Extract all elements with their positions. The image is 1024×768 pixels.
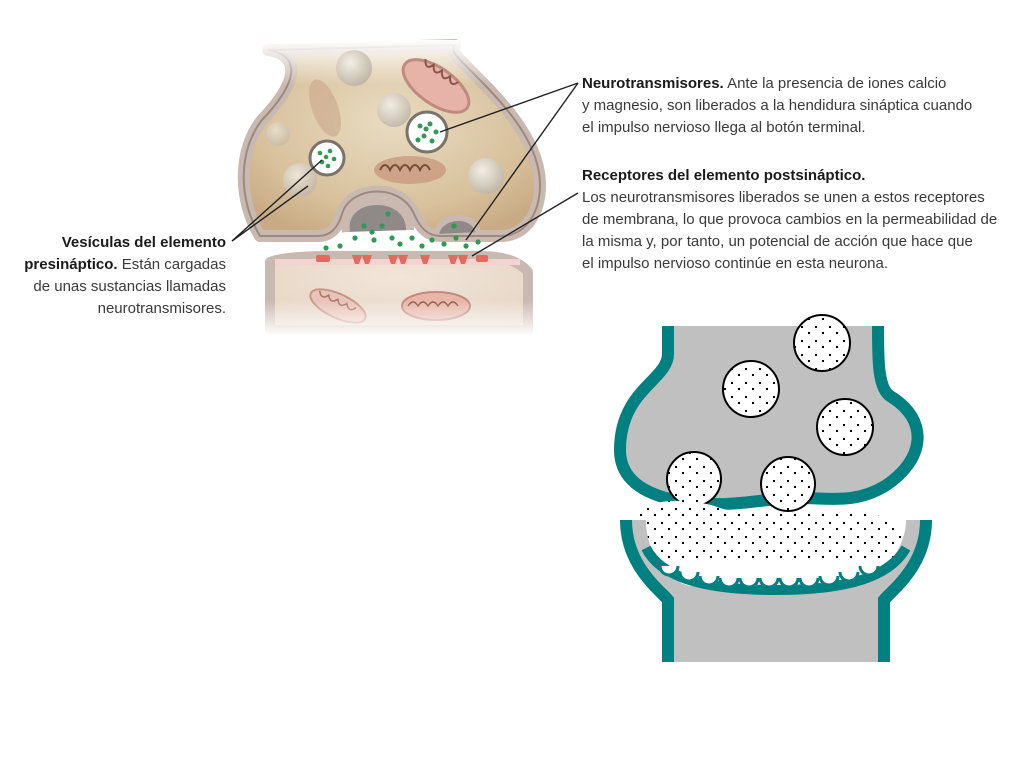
leader-lines	[231, 82, 579, 257]
label-text: neurotransmisores.	[97, 300, 226, 317]
label-text: Están cargadas	[121, 256, 226, 273]
postsynaptic-membrane	[260, 251, 540, 336]
mitochondria	[309, 58, 471, 184]
postsynaptic-cell-simple	[620, 519, 932, 662]
label-vesiculas: Vesículas del elemento presináptico. Est…	[14, 232, 226, 320]
label-text: de unas sustancias llamadas	[33, 278, 226, 295]
released-neurotransmitters	[323, 211, 481, 251]
receptors	[316, 255, 488, 264]
loaded-vesicle	[405, 110, 449, 154]
label-neurotransmisores-title: Neurotransmisores.	[582, 75, 724, 92]
neurotransmitter-cloud	[635, 500, 904, 560]
label-receptores: Receptores del elemento postsináptico. L…	[582, 165, 1022, 275]
label-text: la misma y, por tanto, un potencial de a…	[582, 233, 973, 250]
label-text: y magnesio, son liberados a la hendidura…	[582, 97, 973, 114]
synaptic-vesicles	[666, 314, 874, 512]
label-receptores-title: Receptores del elemento postsináptico.	[582, 167, 866, 184]
label-vesiculas-title: Vesículas del elemento	[61, 234, 226, 251]
label-neurotransmisores: Neurotransmisores. Ante la presencia de …	[582, 73, 1012, 139]
label-text: el impulso nervioso continúe en esta neu…	[582, 255, 889, 272]
label-text: Ante la presencia de iones calcio	[727, 75, 947, 92]
label-vesiculas-title-2: presináptico.	[24, 256, 118, 273]
label-text: de membrana, lo que provoca cambios en l…	[582, 211, 998, 228]
label-text: Los neurotransmisores liberados se unen …	[582, 189, 985, 206]
label-text: el impulso nervioso llega al botón termi…	[582, 119, 866, 136]
